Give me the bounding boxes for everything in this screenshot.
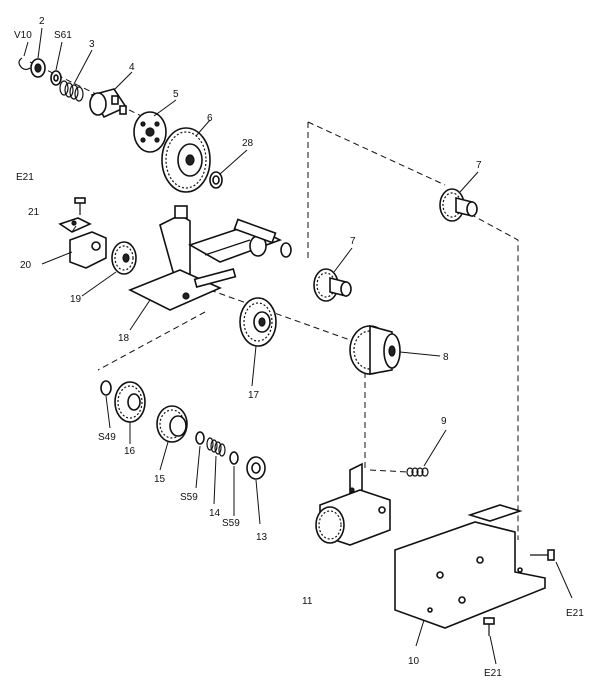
- part-14-spring: [206, 437, 226, 457]
- assembly-lines: [29, 61, 519, 540]
- assembly-line-spring9: [369, 469, 409, 473]
- label-e21-bottom: E21: [484, 668, 502, 679]
- label-19: 19: [70, 294, 82, 305]
- leader-lines: [23, 27, 573, 665]
- label-s61: S61: [54, 30, 72, 41]
- part-28-washer: [209, 171, 223, 189]
- label-2: 2: [39, 16, 45, 27]
- label-5: 5: [173, 89, 179, 100]
- part-21-bracket: [58, 217, 92, 233]
- part-5-hub: [133, 111, 167, 153]
- part-s59-left-washer: [195, 431, 205, 445]
- label-8: 8: [443, 352, 449, 363]
- label-13: 13: [256, 532, 268, 543]
- part-13-bushing: [246, 456, 266, 480]
- part-8-gear: [349, 324, 401, 375]
- label-e21-top: E21: [16, 172, 34, 183]
- label-20: 20: [20, 260, 32, 271]
- part-s49-washer: [100, 380, 112, 396]
- label-16: 16: [124, 446, 136, 457]
- label-11: 11: [302, 596, 313, 607]
- part-19-gear: [111, 241, 137, 275]
- label-7-mid: 7: [350, 236, 356, 247]
- part-3-spring: [59, 80, 84, 102]
- label-18: 18: [118, 333, 130, 344]
- label-s59-left: S59: [180, 492, 198, 503]
- label-e21-right: E21: [566, 608, 584, 619]
- label-10: 10: [408, 656, 420, 667]
- part-2-washer: [30, 58, 46, 78]
- part-s59-right-washer: [229, 451, 239, 465]
- part-15-gear: [156, 405, 188, 443]
- part-11-assembly: [315, 462, 391, 546]
- part-labels: V10 2 S61 3 4 5 6 28 E21 21 20 19 18 7 7…: [14, 16, 584, 679]
- part-e21-bottom-screw: [483, 617, 495, 636]
- assembly-line-shaft-to-gear8: [209, 289, 351, 341]
- assembly-line-left-shaft: [97, 311, 206, 371]
- part-6-large-gear: [161, 127, 211, 193]
- assembly-line-gear7-down: [469, 213, 519, 540]
- part-10-base-plate: [394, 504, 546, 629]
- label-21: 21: [28, 207, 40, 218]
- part-s61-ring: [50, 70, 62, 86]
- label-v10: V10: [14, 30, 32, 41]
- part-7-right-gear: [439, 188, 478, 222]
- label-3: 3: [89, 39, 95, 50]
- part-20-block: [69, 231, 107, 269]
- part-16-gear: [114, 381, 146, 423]
- part-e21-top-screw: [74, 197, 86, 215]
- part-7-mid-gear: [313, 268, 352, 302]
- part-17-gear: [239, 297, 277, 347]
- label-28: 28: [242, 138, 254, 149]
- label-7-right: 7: [476, 160, 482, 171]
- label-6: 6: [207, 113, 213, 124]
- label-4: 4: [129, 62, 135, 73]
- label-14: 14: [209, 508, 221, 519]
- label-s59-right: S59: [222, 518, 240, 529]
- part-9-spring: [406, 467, 429, 477]
- label-15: 15: [154, 474, 166, 485]
- part-e21-right-screw: [530, 549, 555, 561]
- label-s49: S49: [98, 432, 116, 443]
- assembly-line-right-frame: [307, 121, 446, 186]
- part-18-frame: [128, 205, 292, 311]
- label-9: 9: [441, 416, 447, 427]
- label-17: 17: [248, 390, 260, 401]
- part-4-clutch: [89, 88, 128, 119]
- part-v10-clip: [18, 57, 31, 71]
